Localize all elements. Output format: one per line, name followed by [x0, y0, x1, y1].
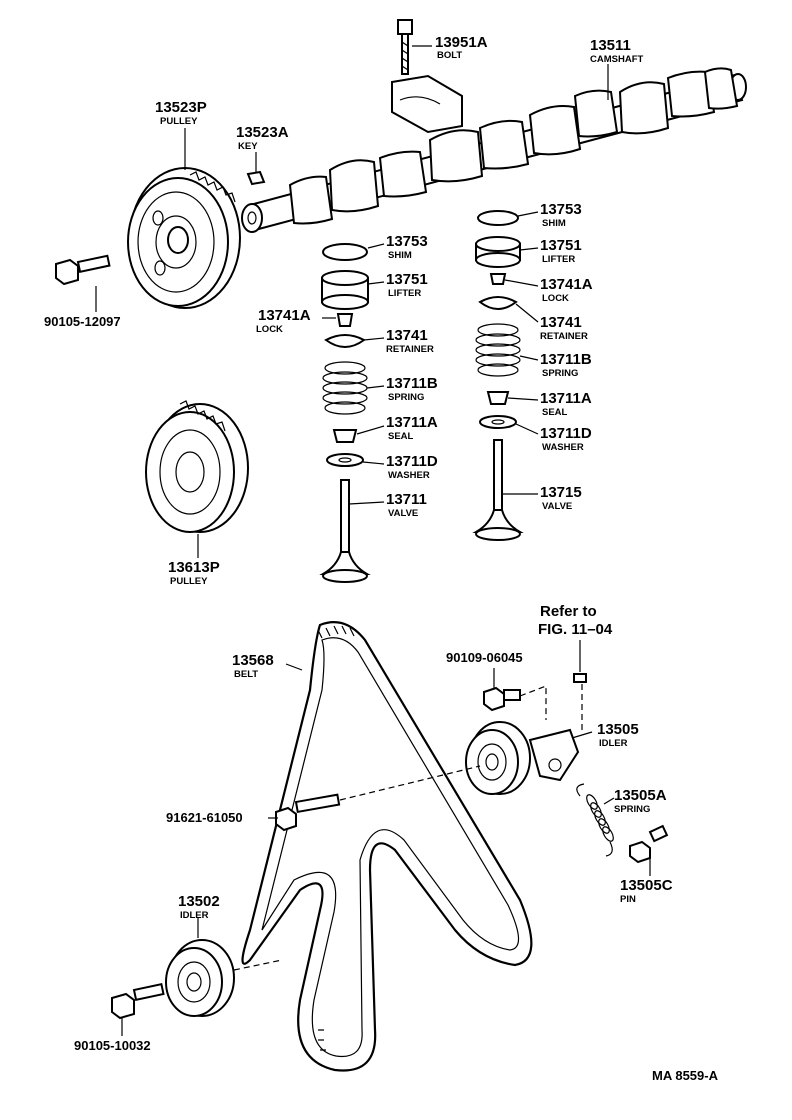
part-number-13523a: 13523A	[236, 124, 289, 141]
part-number-13751-right: 13751	[540, 237, 582, 254]
part-name-lifter-left: LIFTER	[388, 288, 421, 299]
idler-bolt	[483, 686, 521, 712]
part-number-13568: 13568	[232, 652, 274, 669]
part-number-91621-61050: 91621-61050	[166, 810, 243, 825]
key	[246, 170, 266, 186]
part-number-13753-left: 13753	[386, 233, 428, 250]
part-number-13753-right: 13753	[540, 201, 582, 218]
part-number-13711b-right: 13711B	[540, 351, 592, 368]
tensioner-idler	[465, 721, 580, 795]
part-number-13715: 13715	[540, 484, 582, 501]
part-number-90105-12097: 90105-12097	[44, 314, 121, 329]
camshaft	[241, 67, 747, 233]
part-name-shim-right: SHIM	[542, 218, 566, 229]
lower-pulley	[145, 400, 249, 533]
part-number-13741-left: 13741	[386, 327, 428, 344]
part-name-lock-right: LOCK	[542, 293, 569, 304]
part-name-seal-left: SEAL	[388, 431, 414, 442]
part-number-13741a-left: 13741A	[258, 307, 311, 324]
part-number-13505: 13505	[597, 721, 639, 738]
part-name-shim-left: SHIM	[388, 250, 412, 261]
part-name-pulley-lower: PULLEY	[170, 576, 208, 587]
camshaft-pulley	[127, 167, 241, 309]
reference-note-line1: Refer to	[540, 603, 597, 620]
part-number-13505a: 13505A	[614, 787, 667, 804]
lower-idler-bolt	[111, 982, 165, 1020]
part-number-13711d-left: 13711D	[386, 453, 438, 470]
pulley-bolt	[55, 254, 111, 286]
part-name-camshaft: CAMSHAFT	[590, 54, 643, 65]
part-number-13741a-right: 13741A	[540, 276, 593, 293]
part-number-13523p: 13523P	[155, 99, 207, 116]
tension-spring	[576, 783, 614, 857]
part-number-13711: 13711	[386, 491, 427, 508]
bearing-cap-bolt	[391, 19, 463, 134]
timing-belt	[241, 621, 533, 1072]
part-number-13751-left: 13751	[386, 271, 428, 288]
part-name-key: KEY	[238, 141, 258, 152]
part-name-belt: BELT	[234, 669, 258, 680]
left-valve-assembly	[319, 243, 371, 583]
pin-reference	[573, 673, 587, 683]
part-name-bolt: BOLT	[437, 50, 462, 61]
part-name-valve-left: VALVE	[388, 508, 418, 519]
part-number-13613p: 13613P	[168, 559, 220, 576]
part-name-retainer-right: RETAINER	[540, 331, 588, 342]
lower-idler	[165, 939, 235, 1017]
part-number-90105-10032: 90105-10032	[74, 1038, 151, 1053]
part-number-90109-06045: 90109-06045	[446, 650, 523, 665]
part-number-13711d-right: 13711D	[540, 425, 592, 442]
left-valve-labels: 13753 SHIM 13751 LIFTER 13741A LOCK 1374…	[256, 233, 438, 519]
right-valve-labels: 13753 SHIM 13751 LIFTER 13741A LOCK 1374…	[502, 201, 593, 512]
part-name-seal-right: SEAL	[542, 407, 568, 418]
part-number-13711a-left: 13711A	[386, 414, 438, 431]
part-name-pin: PIN	[620, 894, 636, 905]
part-name-washer-left: WASHER	[388, 470, 430, 481]
part-name-lifter-right: LIFTER	[542, 254, 575, 265]
part-name-idler-upper: IDLER	[599, 738, 628, 749]
part-number-13951a: 13951A	[435, 34, 488, 51]
tensioner-pin	[629, 824, 669, 864]
part-name-idler-lower: IDLER	[180, 910, 209, 921]
right-valve-assembly	[472, 210, 524, 541]
part-number-13711b-left: 13711B	[386, 375, 438, 392]
idler-mount-bolt	[275, 793, 341, 832]
part-name-retainer-left: RETAINER	[386, 344, 434, 355]
part-name-spring-left: SPRING	[388, 392, 424, 403]
part-name-pulley: PULLEY	[160, 116, 198, 127]
part-name-spring-tensioner: SPRING	[614, 804, 650, 815]
part-number-13502: 13502	[178, 893, 220, 910]
part-name-valve-right: VALVE	[542, 501, 572, 512]
part-name-spring-right: SPRING	[542, 368, 578, 379]
part-number-13741-right: 13741	[540, 314, 582, 331]
part-name-washer-right: WASHER	[542, 442, 584, 453]
part-number-13711a-right: 13711A	[540, 390, 592, 407]
part-number-13511: 13511	[590, 37, 631, 54]
part-number-13505c: 13505C	[620, 877, 673, 894]
reference-note-line2: FIG. 11–04	[538, 621, 613, 638]
part-name-lock-left: LOCK	[256, 324, 283, 335]
figure-code: MA 8559-A	[652, 1068, 719, 1083]
